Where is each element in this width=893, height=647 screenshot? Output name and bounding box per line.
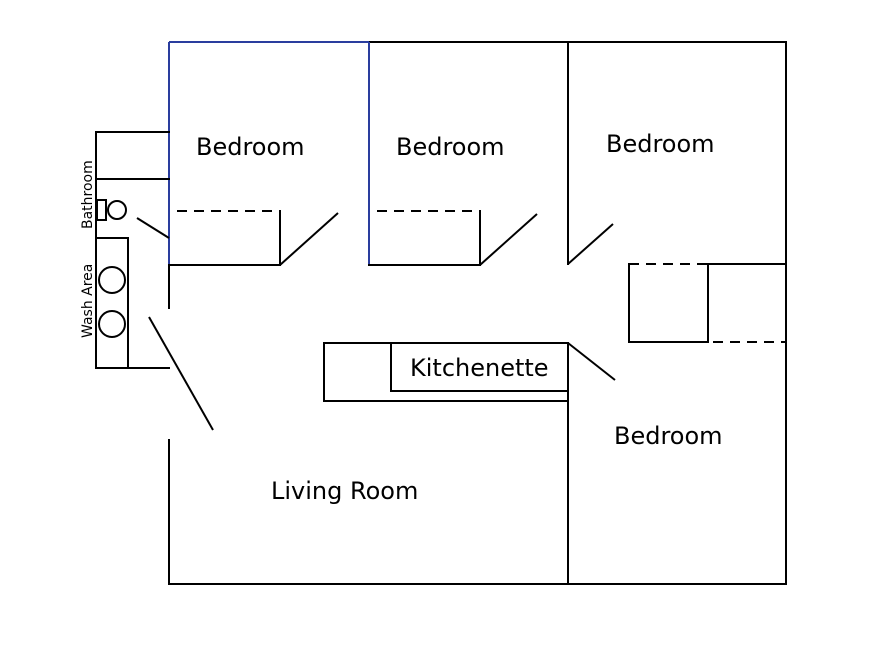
bathroom-block: [95, 131, 170, 369]
label-bathroom: Bathroom: [80, 160, 96, 229]
door-bedroom-1[interactable]: [279, 212, 339, 266]
kitchenette-counter: [323, 342, 569, 402]
label-bedroom-3: Bedroom: [606, 130, 715, 158]
door-bathroom[interactable]: [136, 217, 170, 239]
washer-dryer-icon: [98, 266, 126, 338]
label-bedroom-2: Bedroom: [396, 133, 505, 161]
toilet-icon: [96, 199, 127, 221]
label-bedroom-1: Bedroom: [196, 133, 305, 161]
label-bedroom-4: Bedroom: [614, 422, 723, 450]
door-front[interactable]: [148, 316, 214, 431]
closets-right: [628, 263, 786, 343]
exterior-walls: [168, 41, 787, 585]
bedroom-1-walls: [168, 41, 370, 266]
label-wash-area: Wash Area: [80, 264, 96, 338]
label-kitchenette: Kitchenette: [410, 354, 549, 382]
door-bedroom-4[interactable]: [567, 342, 616, 381]
label-living-room: Living Room: [271, 477, 418, 505]
door-bedroom-2[interactable]: [479, 213, 538, 266]
door-bedroom-3[interactable]: [567, 223, 614, 265]
